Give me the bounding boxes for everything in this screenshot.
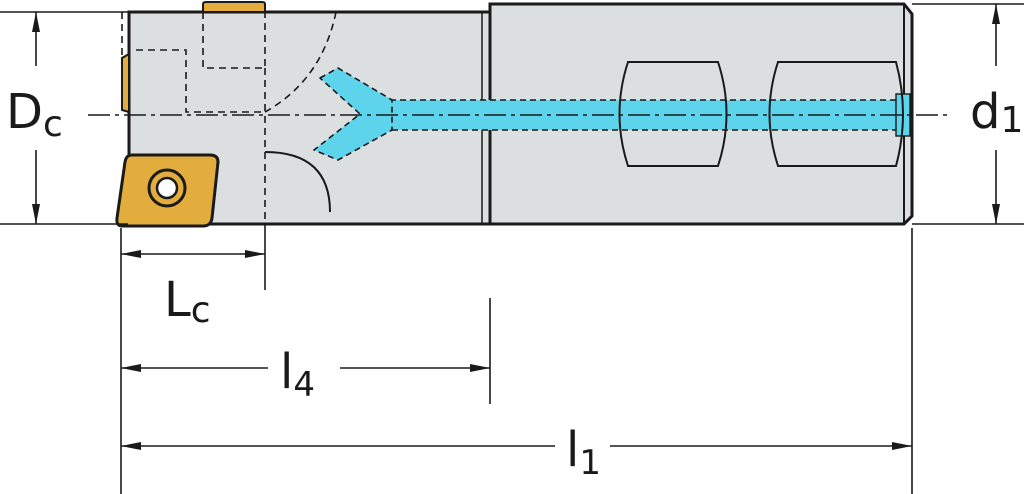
label-lc: Lc xyxy=(164,272,211,331)
label-l1: l1 xyxy=(566,422,601,483)
clamp-flats xyxy=(618,61,904,167)
dimension-arrows xyxy=(32,4,1000,450)
label-dc: Dc xyxy=(6,84,63,145)
inserts xyxy=(115,1,266,228)
tool-body xyxy=(127,2,914,226)
top-insert xyxy=(202,1,266,13)
flute-curve xyxy=(264,151,331,213)
side-insert xyxy=(121,52,130,114)
extension-lines xyxy=(0,3,1024,494)
label-d1: d1 xyxy=(970,84,1023,141)
dimension-labels: Dc d1 Lc l4 l1 xyxy=(6,84,1023,483)
label-l4: l4 xyxy=(280,344,315,405)
